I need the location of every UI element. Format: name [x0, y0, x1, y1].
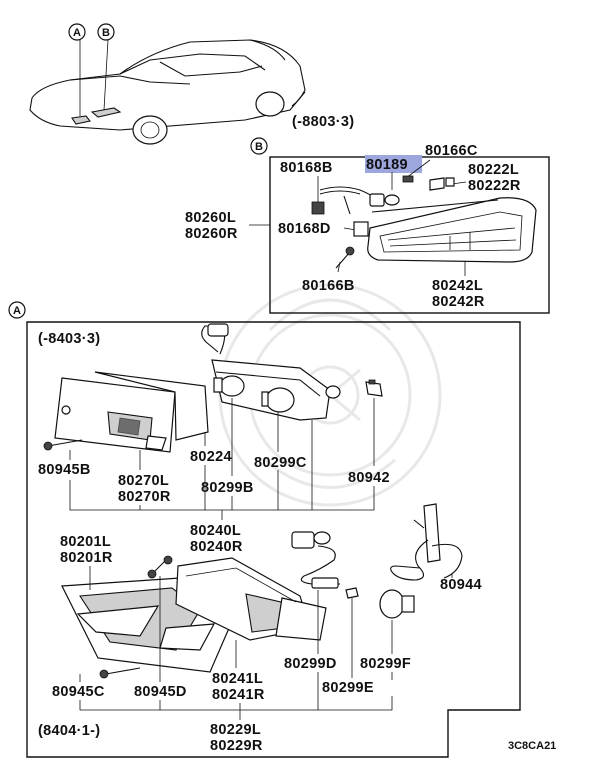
watermark-emblem [218, 283, 442, 507]
svg-text:B: B [255, 141, 263, 153]
svg-text:A: A [13, 305, 21, 317]
part-80240l[interactable]: 80240L [190, 523, 241, 539]
bulb-80299f [345, 587, 415, 619]
part-80299d[interactable]: 80299D [284, 656, 337, 672]
screw-80945b [43, 439, 83, 451]
part-80945b[interactable]: 80945B [38, 462, 91, 478]
part-80166c[interactable]: 80166C [425, 143, 478, 159]
harness-80944 [390, 503, 463, 581]
part-80201r[interactable]: 80201R [60, 550, 113, 566]
car-overview-illustration [29, 39, 306, 145]
part-80241l[interactable]: 80241L [212, 671, 263, 687]
part-80299f[interactable]: 80299F [360, 656, 411, 672]
lamp-housing-upper [201, 323, 341, 421]
diagram-code: 3C8CA21 [508, 740, 556, 752]
svg-text:A: A [73, 27, 81, 39]
part-80168d[interactable]: 80168D [278, 221, 331, 237]
part-80166b[interactable]: 80166B [302, 278, 355, 294]
bracket-80942 [365, 379, 383, 397]
side-marker-socket-harness [311, 175, 455, 237]
part-80260l[interactable]: 80260L [185, 210, 236, 226]
part-80222l[interactable]: 80222L [468, 162, 519, 178]
part-80229r[interactable]: 80229R [210, 738, 263, 754]
bezel-lower [61, 577, 237, 673]
callout-a-panel: A [8, 301, 26, 319]
socket-harness-80299d [291, 531, 340, 589]
panel-a-range-top: (-8403·3) [38, 331, 100, 347]
panel-b: B (-8803·3) 80189 80166C 80168B 80222L 8… [185, 114, 550, 314]
part-highlight [365, 155, 422, 173]
panel-a-range-bottom: (8404·1-) [38, 723, 100, 739]
screw-80945d [147, 555, 173, 579]
svg-text:B: B [102, 27, 110, 39]
callout-b-panel: B [250, 137, 268, 155]
part-80242l[interactable]: 80242L [432, 278, 483, 294]
part-80260r[interactable]: 80260R [185, 226, 238, 242]
callout-a-car: A [68, 23, 86, 41]
part-80945c[interactable]: 80945C [52, 684, 105, 700]
panel-b-range: (-8803·3) [292, 114, 354, 130]
part-80189[interactable]: 80189 [366, 157, 408, 173]
part-80224[interactable]: 80224 [190, 449, 232, 465]
part-80168b[interactable]: 80168B [280, 160, 333, 176]
part-80241r[interactable]: 80241R [212, 687, 265, 703]
screw-80166b [335, 246, 355, 269]
lamp-housing-lower [175, 557, 327, 641]
part-80299b[interactable]: 80299B [201, 480, 254, 496]
screw-80945c [99, 667, 141, 679]
part-80240r[interactable]: 80240R [190, 539, 243, 555]
part-80299c[interactable]: 80299C [254, 455, 307, 471]
part-80942[interactable]: 80942 [348, 470, 390, 486]
part-80299e[interactable]: 80299E [322, 680, 374, 696]
part-80201l[interactable]: 80201L [60, 534, 111, 550]
turn-signal-lens-upper [54, 371, 209, 453]
part-80944[interactable]: 80944 [440, 577, 482, 593]
callout-b-car: B [97, 23, 115, 41]
part-80222r[interactable]: 80222R [468, 178, 521, 194]
side-marker-lens [367, 197, 537, 263]
panel-a-frame [26, 321, 521, 758]
part-80242r[interactable]: 80242R [432, 294, 485, 310]
part-80229l[interactable]: 80229L [210, 722, 261, 738]
part-80270l[interactable]: 80270L [118, 473, 169, 489]
part-80945d[interactable]: 80945D [134, 684, 187, 700]
part-80270r[interactable]: 80270R [118, 489, 171, 505]
panel-a: A (-8403·3) (8404·1-) [8, 301, 521, 758]
